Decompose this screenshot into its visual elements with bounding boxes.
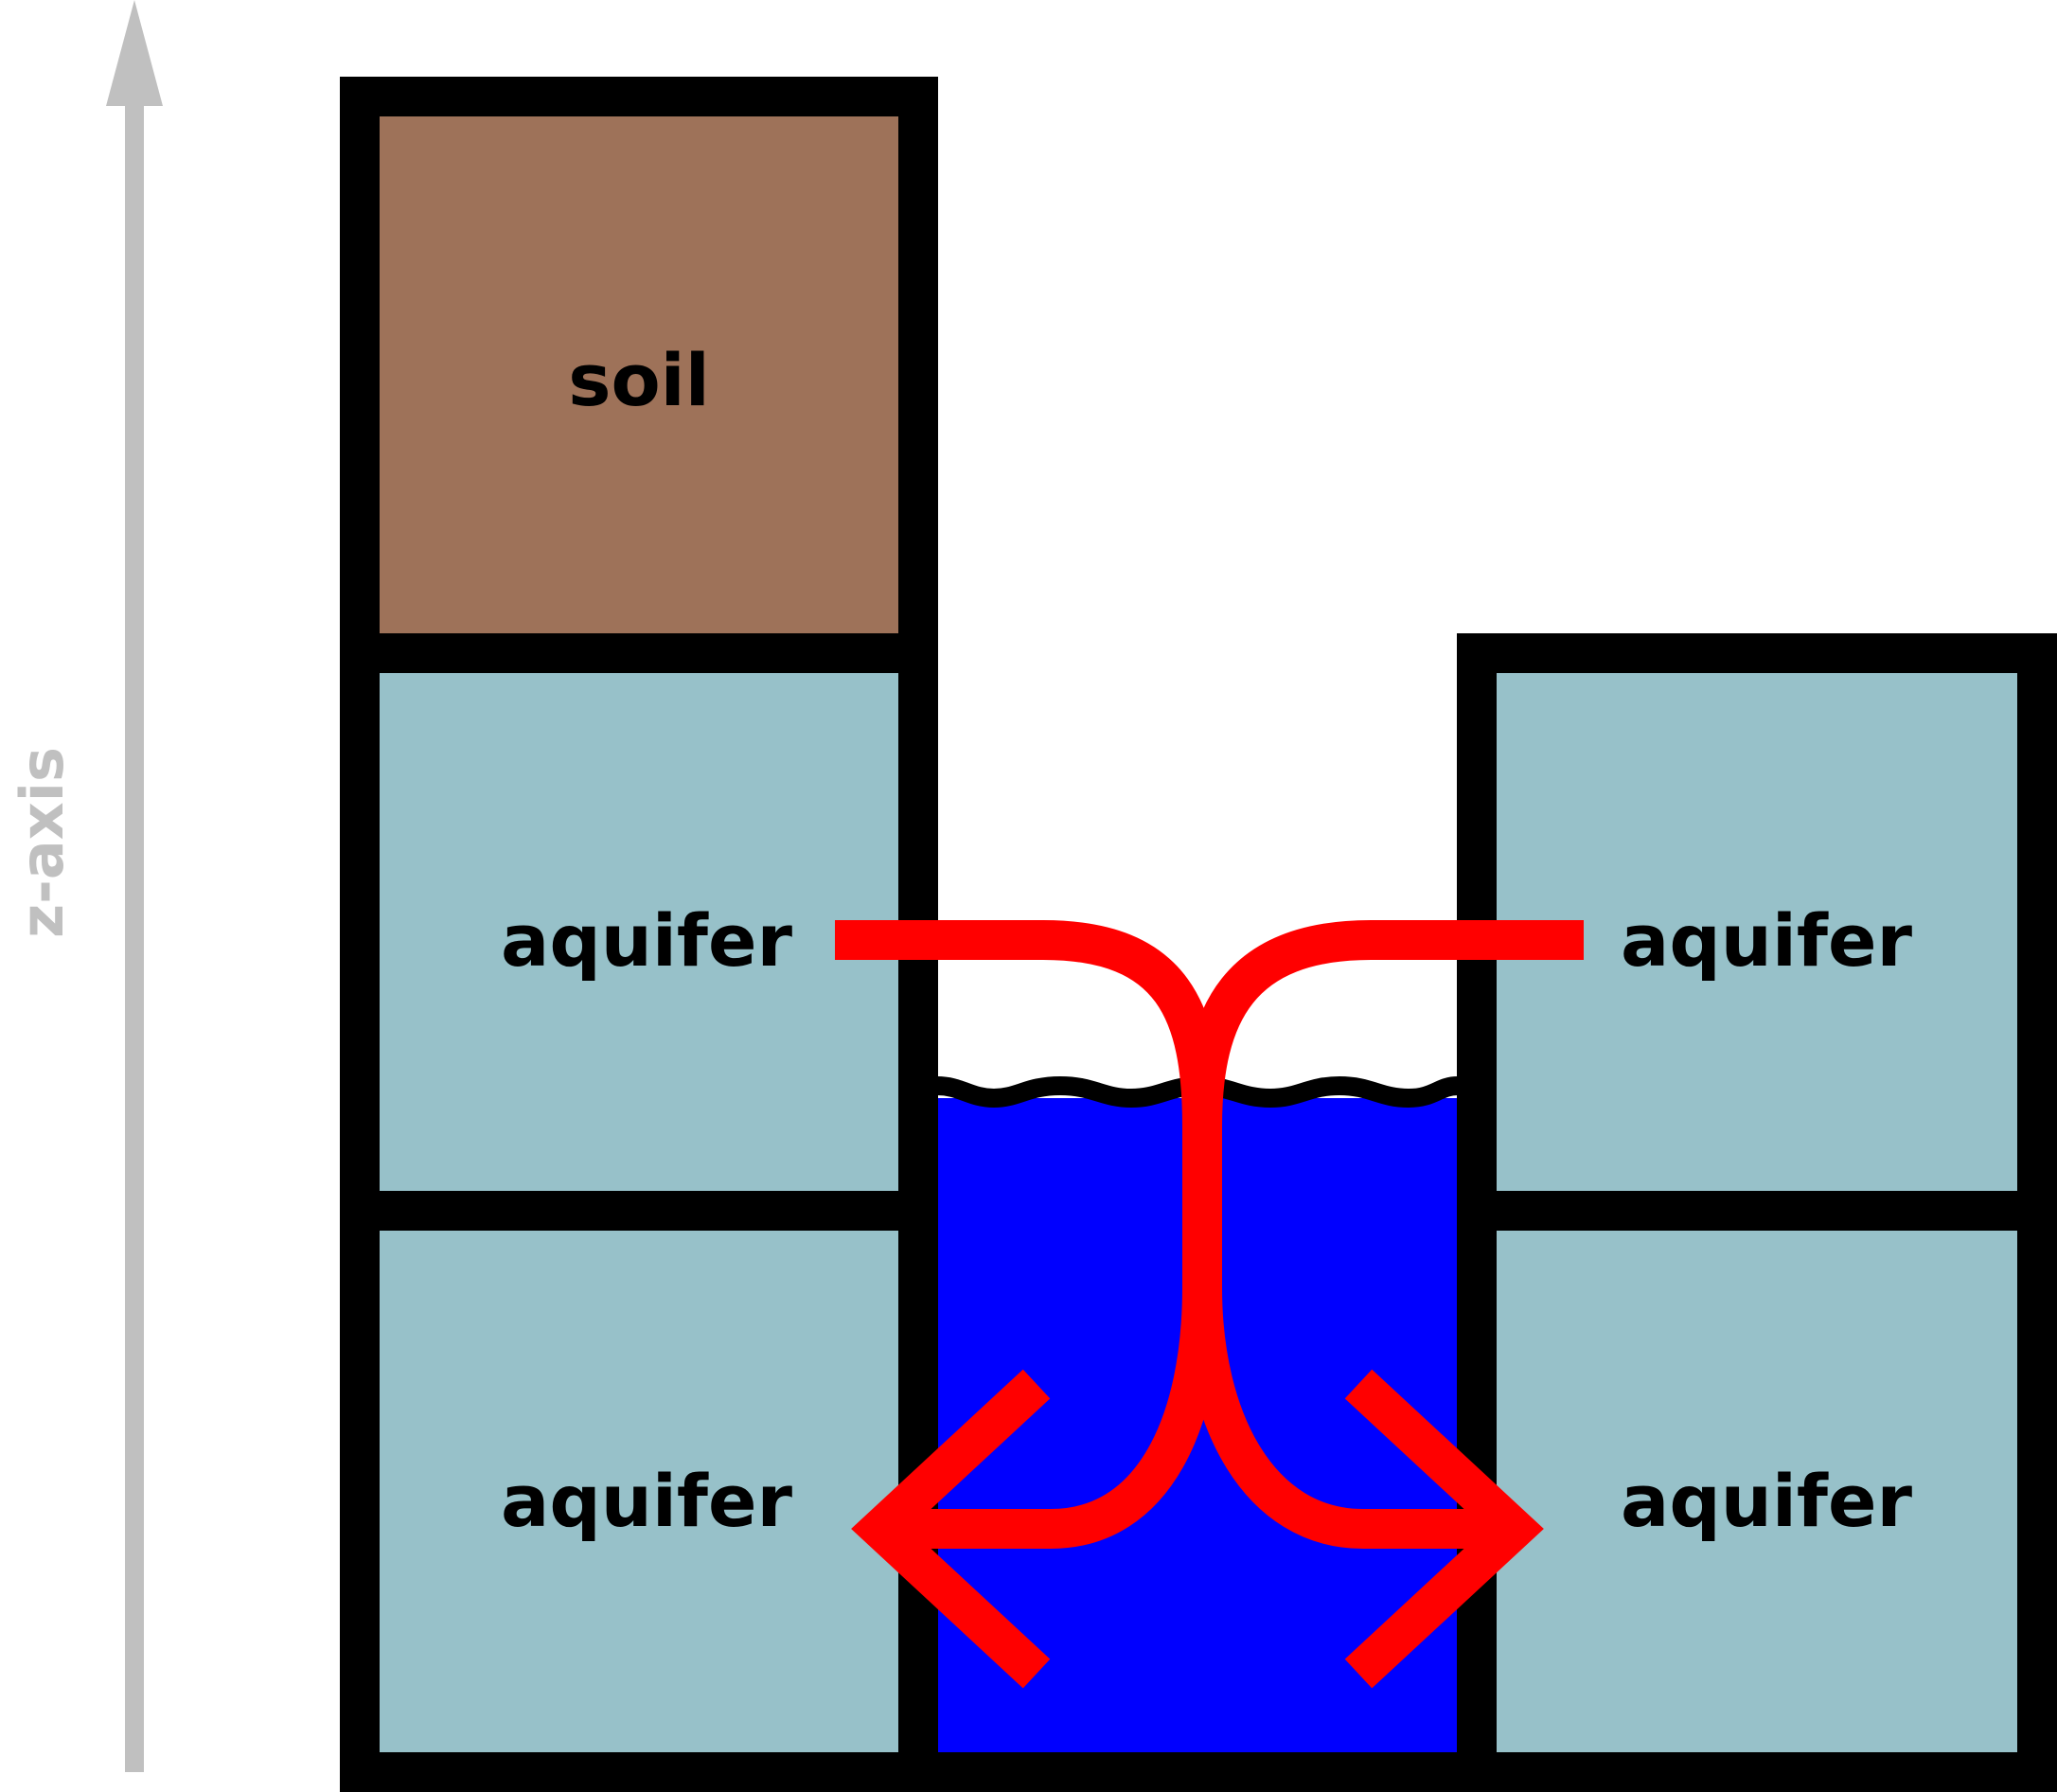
left-lower-aquifer-cell: aquifer	[340, 1191, 938, 1792]
right-lower-aquifer-label: aquifer	[1621, 1459, 1912, 1543]
z-axis: z-axis	[8, 0, 163, 1772]
right-lower-aquifer-cell: aquifer	[1457, 1191, 2057, 1792]
left-lower-aquifer-block	[340, 1191, 938, 1792]
right-column: aquifer aquifer	[1457, 633, 2057, 1792]
left-upper-aquifer-label: aquifer	[501, 898, 792, 983]
z-axis-arrowhead-icon	[106, 0, 163, 106]
upper-right-inflow-path	[1182, 920, 1584, 1549]
river-channel-outline	[340, 633, 2057, 1792]
right-upper-aquifer-label: aquifer	[1621, 898, 1912, 983]
left-upper-aquifer-cell: aquifer	[340, 633, 938, 1231]
soil-label: soil	[568, 338, 710, 422]
left-lower-aquifer-label: aquifer	[501, 1459, 792, 1543]
soil-cell: soil	[340, 77, 938, 673]
soil-block	[340, 77, 938, 673]
right-outflow-arrowhead-icon	[1344, 1369, 1544, 1689]
flow-exchange-arrows	[835, 920, 1584, 1689]
left-outflow-arrowhead-icon	[851, 1369, 1051, 1689]
z-axis-label: z-axis	[8, 747, 77, 938]
left-column: soil aquifer aquifer	[340, 77, 938, 1792]
right-upper-aquifer-cell: aquifer	[1457, 633, 2057, 1231]
